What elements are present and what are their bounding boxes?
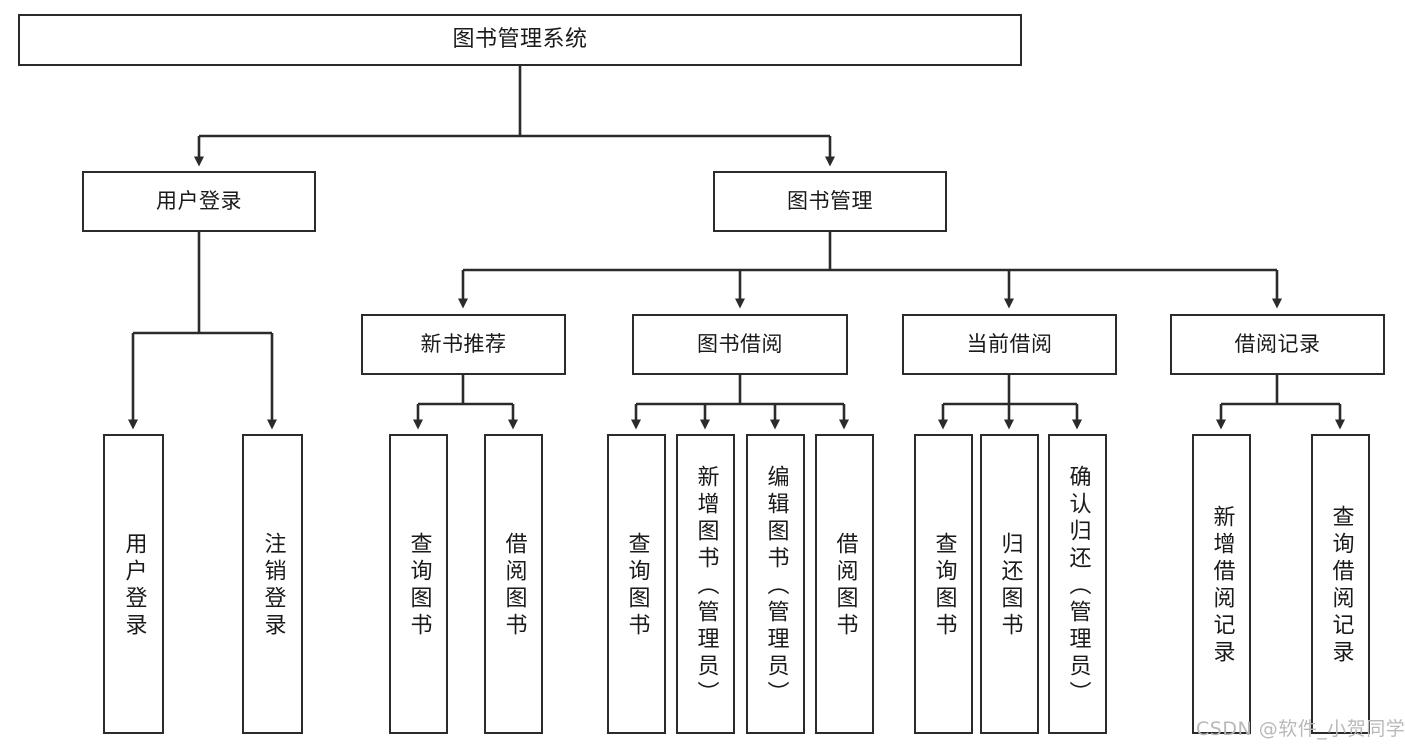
node-label: 图书借阅	[697, 332, 783, 357]
node-label: 新增借阅记录	[1209, 505, 1235, 667]
node-book-borrow[interactable]: 图书借阅	[632, 314, 848, 375]
node-label: 查询图书	[406, 532, 432, 640]
leaf-current-borrow-return[interactable]: 归还图书	[980, 434, 1039, 734]
node-label: 用户登录	[121, 532, 147, 640]
node-label: 新增图书（管理员）	[693, 464, 719, 708]
csdn-watermark: CSDN @软件_小贺同学	[1196, 718, 1405, 740]
node-label: 编辑图书（管理员）	[763, 464, 789, 708]
leaf-new-book-query[interactable]: 查询图书	[389, 434, 448, 734]
leaf-book-borrow-query[interactable]: 查询图书	[607, 434, 666, 734]
leaf-current-borrow-confirm-return[interactable]: 确认归还（管理员）	[1048, 434, 1107, 734]
node-borrow-record[interactable]: 借阅记录	[1170, 314, 1385, 375]
leaf-book-borrow-add[interactable]: 新增图书（管理员）	[676, 434, 735, 734]
node-root-system[interactable]: 图书管理系统	[18, 14, 1022, 66]
leaf-user-login-logout[interactable]: 注销登录	[242, 434, 303, 734]
node-label: 图书管理系统	[452, 27, 588, 53]
node-new-book-recommend[interactable]: 新书推荐	[361, 314, 566, 375]
leaf-borrow-record-add[interactable]: 新增借阅记录	[1192, 434, 1251, 734]
node-user-login[interactable]: 用户登录	[82, 171, 316, 232]
leaf-book-borrow-borrow[interactable]: 借阅图书	[815, 434, 874, 734]
node-label: 借阅图书	[832, 532, 858, 640]
node-current-borrow[interactable]: 当前借阅	[902, 314, 1117, 375]
leaf-current-borrow-query[interactable]: 查询图书	[914, 434, 973, 734]
node-label: 借阅图书	[501, 532, 527, 640]
leaf-user-login-login[interactable]: 用户登录	[103, 434, 164, 734]
node-label: 归还图书	[997, 532, 1023, 640]
node-book-management[interactable]: 图书管理	[713, 171, 947, 232]
node-label: 查询图书	[624, 532, 650, 640]
node-label: 查询借阅记录	[1328, 505, 1354, 667]
node-label: 借阅记录	[1234, 332, 1321, 357]
leaf-book-borrow-edit[interactable]: 编辑图书（管理员）	[746, 434, 805, 734]
node-label: 图书管理	[787, 189, 873, 214]
node-label: 当前借阅	[966, 332, 1053, 357]
node-label: 新书推荐	[420, 332, 507, 357]
node-label: 查询图书	[931, 532, 957, 640]
node-label: 注销登录	[260, 532, 286, 640]
node-label: 用户登录	[156, 189, 242, 214]
leaf-new-book-borrow[interactable]: 借阅图书	[484, 434, 543, 734]
node-label: 确认归还（管理员）	[1065, 464, 1091, 708]
leaf-borrow-record-query[interactable]: 查询借阅记录	[1311, 434, 1370, 734]
